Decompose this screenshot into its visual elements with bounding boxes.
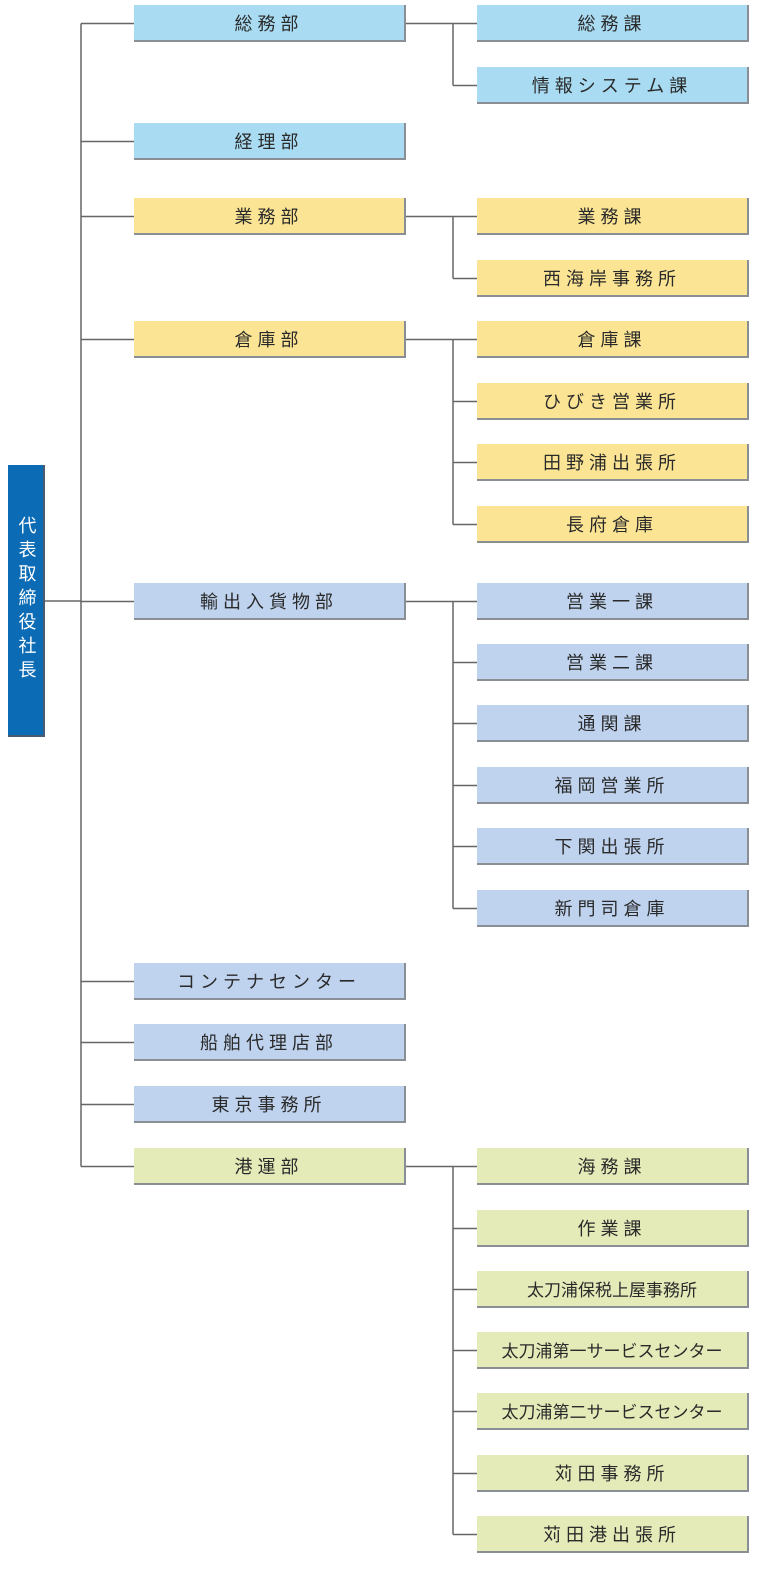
section-label: 長府倉庫 [566, 514, 658, 536]
department-label: 港運部 [234, 1156, 304, 1178]
section-label: 太刀浦保税上屋事務所 [527, 1281, 697, 1301]
section-label: 福岡営業所 [554, 775, 670, 797]
section-box: 作業課 [477, 1210, 749, 1247]
department-box: 船舶代理店部 [134, 1024, 406, 1061]
section-box: 苅田港出張所 [477, 1516, 749, 1553]
section-label: 海務課 [577, 1156, 647, 1178]
section-label: 太刀浦第二サービスセンター [501, 1403, 723, 1423]
section-label: 太刀浦第一サービスセンター [501, 1342, 723, 1362]
department-label: 経理部 [234, 131, 304, 153]
department-box: 東京事務所 [134, 1086, 406, 1123]
section-label: 倉庫課 [577, 329, 647, 351]
section-label: 営業一課 [566, 591, 658, 613]
section-label: 苅田港出張所 [543, 1524, 681, 1546]
section-label: 総務課 [577, 13, 647, 35]
department-box: 総務部 [134, 5, 406, 42]
section-label: 西海岸事務所 [543, 268, 681, 290]
department-label: 輸出入貨物部 [200, 591, 338, 613]
section-box: 営業二課 [477, 644, 749, 681]
president-box: 代表取締役社長 [8, 465, 45, 737]
section-box: 太刀浦第二サービスセンター [477, 1393, 749, 1430]
department-box: 輸出入貨物部 [134, 583, 406, 620]
section-box: 太刀浦保税上屋事務所 [477, 1271, 749, 1308]
department-label: 倉庫部 [234, 329, 304, 351]
section-box: 下関出張所 [477, 828, 749, 865]
section-label: 新門司倉庫 [554, 898, 670, 920]
department-label: コンテナセンター [177, 971, 361, 993]
department-label: 船舶代理店部 [200, 1032, 338, 1054]
section-box: 総務課 [477, 5, 749, 42]
section-label: 作業課 [577, 1218, 647, 1240]
section-box: ひびき営業所 [477, 383, 749, 420]
section-label: 下関出張所 [554, 836, 670, 858]
section-box: 業務課 [477, 198, 749, 235]
section-box: 西海岸事務所 [477, 260, 749, 297]
section-label: ひびき営業所 [543, 391, 681, 413]
section-label: 情報システム課 [531, 75, 693, 97]
section-box: 新門司倉庫 [477, 890, 749, 927]
section-box: 通関課 [477, 705, 749, 742]
department-label: 総務部 [234, 13, 304, 35]
department-box: コンテナセンター [134, 963, 406, 1000]
section-box: 太刀浦第一サービスセンター [477, 1332, 749, 1369]
president-label: 代表取締役社長 [15, 516, 37, 684]
section-box: 海務課 [477, 1148, 749, 1185]
department-box: 経理部 [134, 123, 406, 160]
department-box: 業務部 [134, 198, 406, 235]
department-box: 倉庫部 [134, 321, 406, 358]
department-label: 業務部 [234, 206, 304, 228]
section-box: 倉庫課 [477, 321, 749, 358]
section-box: 苅田事務所 [477, 1455, 749, 1492]
section-label: 田野浦出張所 [543, 452, 681, 474]
section-box: 情報システム課 [477, 67, 749, 104]
section-label: 業務課 [577, 206, 647, 228]
section-label: 営業二課 [566, 652, 658, 674]
section-box: 田野浦出張所 [477, 444, 749, 481]
department-box: 港運部 [134, 1148, 406, 1185]
section-box: 営業一課 [477, 583, 749, 620]
section-label: 苅田事務所 [554, 1463, 670, 1485]
section-label: 通関課 [577, 713, 647, 735]
department-label: 東京事務所 [211, 1094, 327, 1116]
section-box: 長府倉庫 [477, 506, 749, 543]
section-box: 福岡営業所 [477, 767, 749, 804]
